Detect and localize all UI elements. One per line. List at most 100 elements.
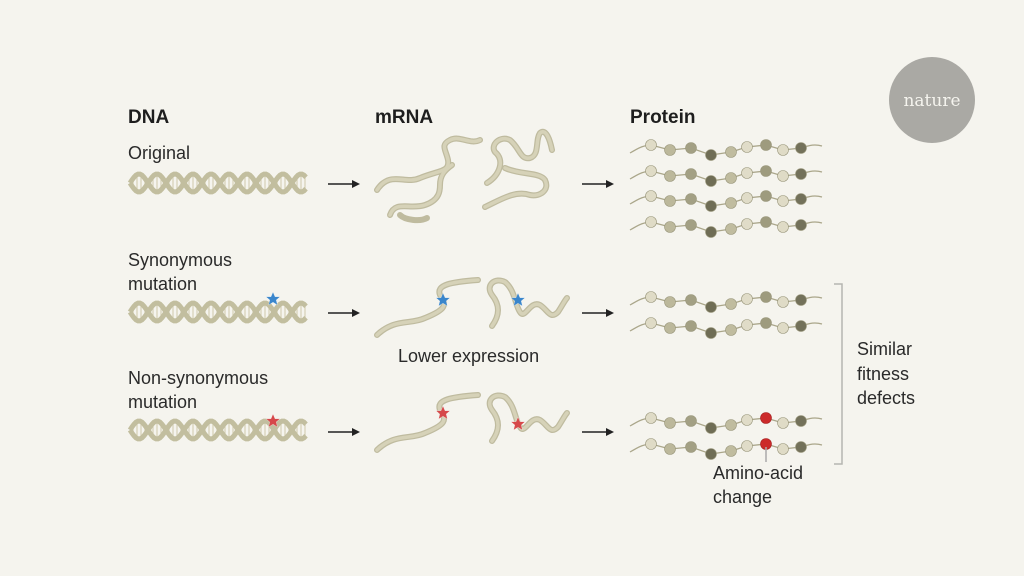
protein-chain [629, 139, 823, 161]
protein-chain [629, 438, 823, 460]
amino-acid [760, 165, 772, 177]
amino-acid [705, 327, 717, 339]
dna-helix [127, 418, 308, 442]
amino-acid [645, 190, 657, 202]
amino-acid [795, 441, 807, 453]
nonsynonymous-label-1: Non-synonymous [128, 368, 268, 388]
mrna-header: mRNA [375, 107, 433, 128]
amino-acid [685, 294, 697, 306]
dna-helix [127, 300, 308, 324]
amino-acid [645, 139, 657, 151]
amino-acid [725, 172, 737, 184]
arrow-icon [582, 180, 614, 188]
bracket-label-2: fitness [857, 364, 909, 384]
mrna-pair [374, 277, 570, 338]
amino-acid [777, 296, 789, 308]
original-label: Original [128, 143, 190, 163]
amino-acid [777, 322, 789, 334]
amino-acid [725, 223, 737, 235]
amino-acid [777, 170, 789, 182]
amino-acid [760, 317, 772, 329]
protein-chain [629, 412, 823, 434]
amino-acid [725, 197, 737, 209]
amino-acid [777, 195, 789, 207]
amino-acid [795, 193, 807, 205]
amino-acid [705, 226, 717, 238]
amino-acid [705, 175, 717, 187]
amino-acid [705, 448, 717, 460]
amino-acid [777, 144, 789, 156]
amino-acid [760, 291, 772, 303]
amino-acid [777, 417, 789, 429]
amino-acid [760, 190, 772, 202]
mrna-pair [374, 392, 570, 453]
amino-acid [760, 216, 772, 228]
protein-chain [629, 291, 823, 313]
amino-acid [664, 195, 676, 207]
amino-acid [741, 293, 753, 305]
amino-acid [741, 414, 753, 426]
amino-acid-note-1: Amino-acid [713, 463, 803, 483]
amino-acid [795, 219, 807, 231]
amino-acid [645, 291, 657, 303]
amino-acid [741, 218, 753, 230]
amino-acid [795, 168, 807, 180]
amino-acid [725, 445, 737, 457]
protein-chain [629, 216, 823, 238]
amino-acid [725, 419, 737, 431]
amino-acid [664, 417, 676, 429]
protein-chain [629, 317, 823, 339]
amino-acid [685, 142, 697, 154]
arrow-icon [328, 180, 360, 188]
amino-acid [645, 317, 657, 329]
bracket [834, 283, 843, 465]
amino-acid [685, 441, 697, 453]
logo-text: nature [903, 91, 960, 111]
amino-acid [777, 443, 789, 455]
arrow-icon [328, 428, 360, 436]
amino-acid [795, 142, 807, 154]
amino-acid [795, 415, 807, 427]
arrow-icon [582, 309, 614, 317]
amino-acid [685, 193, 697, 205]
amino-acid [685, 320, 697, 332]
bracket-label-3: defects [857, 388, 915, 408]
amino-acid [645, 165, 657, 177]
bracket-label-1: Similar [857, 339, 912, 359]
amino-acid-note-2: change [713, 487, 772, 507]
amino-acid [645, 216, 657, 228]
arrow-icon [328, 309, 360, 317]
amino-acid [664, 144, 676, 156]
arrow-icon [582, 428, 614, 436]
amino-acid [777, 221, 789, 233]
protein-header: Protein [630, 107, 695, 128]
nature-logo: nature [889, 57, 975, 143]
amino-acid [685, 415, 697, 427]
amino-acid [685, 168, 697, 180]
mutant-amino-acid [760, 412, 772, 424]
amino-acid [725, 298, 737, 310]
synonymous-label-1: Synonymous [128, 250, 232, 270]
amino-acid [685, 219, 697, 231]
amino-acid [741, 192, 753, 204]
protein-chain [629, 190, 823, 212]
protein-chains [629, 139, 823, 460]
amino-acid [741, 141, 753, 153]
amino-acid [741, 440, 753, 452]
amino-acid [645, 412, 657, 424]
amino-acid [705, 200, 717, 212]
amino-acid [741, 319, 753, 331]
amino-acid [664, 296, 676, 308]
dna-helix [127, 171, 308, 195]
amino-acid [725, 146, 737, 158]
arrows [328, 180, 614, 436]
dna-header: DNA [128, 107, 169, 128]
amino-acid [705, 149, 717, 161]
amino-acid [741, 167, 753, 179]
nonsynonymous-label-2: mutation [128, 392, 197, 412]
amino-acid [795, 294, 807, 306]
synonymous-label-2: mutation [128, 274, 197, 294]
amino-acid [664, 322, 676, 334]
amino-acid [705, 301, 717, 313]
amino-acid [645, 438, 657, 450]
